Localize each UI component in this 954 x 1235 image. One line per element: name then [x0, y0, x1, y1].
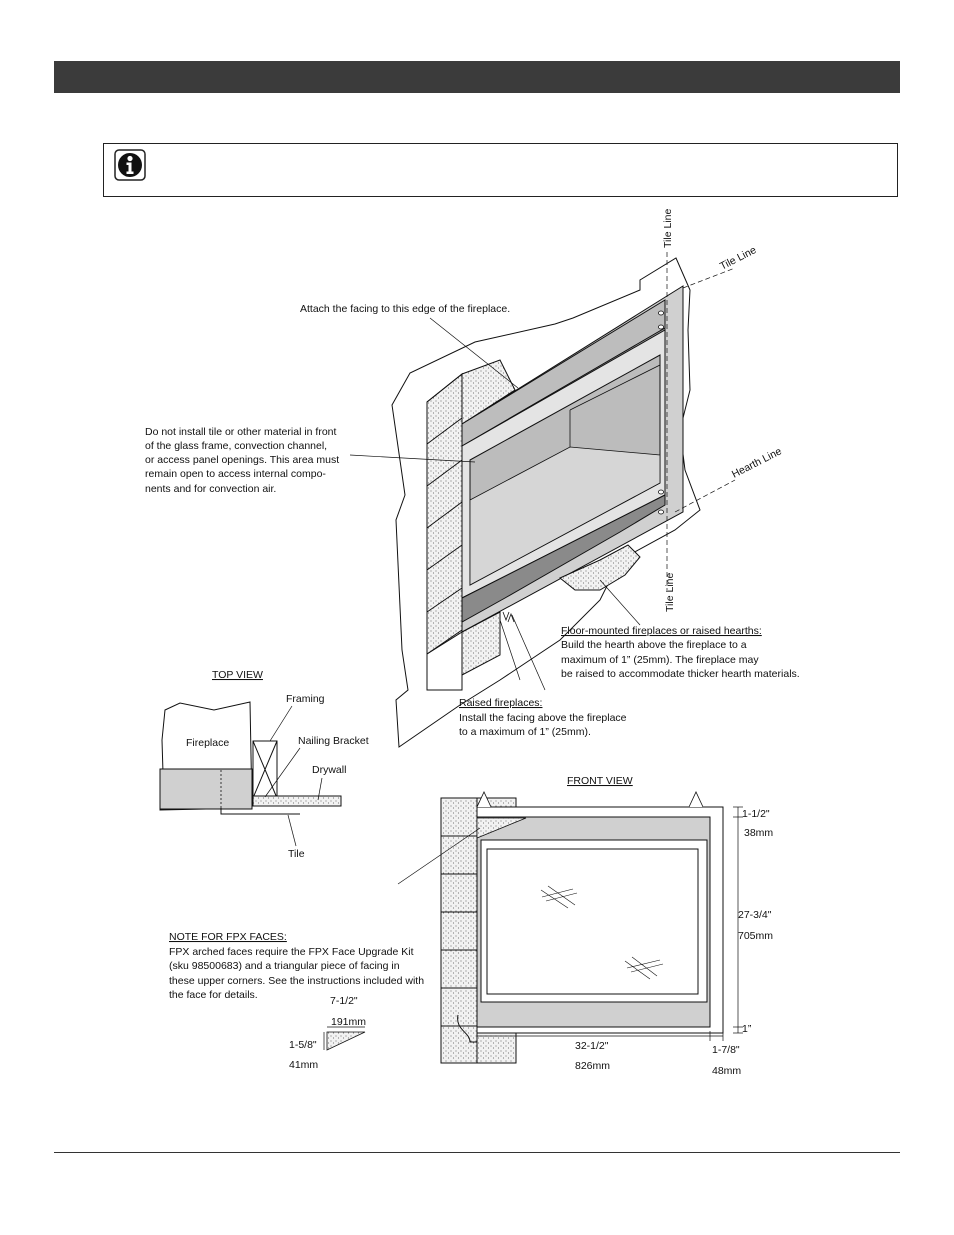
footer-rule [54, 1152, 900, 1153]
dim-height-in: 27-3/4" [738, 909, 772, 921]
floor-mounted-note: Floor-mounted fireplaces or raised heart… [561, 625, 800, 680]
dim-side-mm: 48mm [712, 1065, 741, 1077]
nailing-bracket-label: Nailing Bracket [298, 735, 369, 747]
svg-text:Floor-mounted fireplaces or ra: Floor-mounted fireplaces or raised heart… [561, 625, 762, 637]
fpx-leader [397, 827, 481, 885]
facing-triangle [326, 1031, 366, 1051]
tile-edge [220, 808, 300, 815]
front-view: FRONT VIEW [397, 775, 773, 1077]
fireplace-label: Fireplace [186, 737, 229, 749]
drywall-label: Drywall [312, 764, 346, 776]
hearth-line-label: Hearth Line [730, 445, 784, 480]
info-icon [114, 149, 146, 181]
front-view-title: FRONT VIEW [567, 775, 633, 787]
tri-height-mm: 41mm [289, 1059, 318, 1071]
svg-text:or access panel openings. This: or access panel openings. This area must [145, 454, 339, 466]
svg-text:be raised to accommodate thick: be raised to accommodate thicker hearth … [561, 668, 800, 680]
tile-line-right-label: Tile Line [718, 244, 759, 273]
top-view-title: TOP VIEW [212, 669, 263, 681]
svg-text:Raised fireplaces:: Raised fireplaces: [459, 697, 542, 709]
convection-channel [461, 494, 666, 623]
tile-label: Tile [288, 848, 305, 860]
svg-text:nents and for convection air.: nents and for convection air. [145, 483, 276, 495]
dim-height-mm: 705mm [738, 930, 773, 942]
upper-tile [461, 359, 516, 425]
isometric-view: Tile Line Tile Line Hearth Line Tile Lin… [145, 209, 800, 748]
hearth-piece [559, 544, 641, 591]
do-not-install-note: Do not install tile or other material in… [145, 426, 339, 495]
attach-note: Attach the facing to this edge of the fi… [300, 303, 510, 315]
tri-width-in: 7-1/2" [330, 995, 358, 1007]
tile-line-bottom-label: Tile Line [664, 573, 676, 612]
dimension-lines [476, 806, 743, 1041]
svg-text:Do not install tile or other m: Do not install tile or other material in… [145, 426, 337, 438]
svg-text:the face for details.: the face for details. [169, 989, 258, 1001]
dim-top-mm: 38mm [744, 827, 773, 839]
tile-line-top-label: Tile Line [662, 209, 674, 248]
glass-glare [540, 885, 664, 980]
svg-text:Build the hearth above the fir: Build the hearth above the fireplace to … [561, 639, 747, 651]
framing-stud [252, 740, 278, 799]
dim-width-in: 32-1/2" [575, 1040, 609, 1052]
drywall-strip [252, 795, 342, 807]
svg-text:maximum of 1” (25mm). The fire: maximum of 1” (25mm). The fireplace may [561, 654, 759, 666]
svg-text:Install the facing above the f: Install the facing above the fireplace [459, 712, 627, 724]
glass-panel [486, 848, 699, 995]
svg-text:remain open to access internal: remain open to access internal compo- [145, 468, 326, 480]
dim-bottom-in: 1” [742, 1023, 752, 1035]
info-note-box [103, 143, 898, 197]
dim-top-in: 1-1/2" [742, 808, 770, 820]
svg-text:to a maximum of 1” (25mm).: to a maximum of 1” (25mm). [459, 726, 591, 738]
dim-width-mm: 826mm [575, 1060, 610, 1072]
tile-column [426, 372, 463, 691]
tri-width-mm: 191mm [331, 1016, 366, 1028]
top-view: TOP VIEW Fireplace Framing Nailing Brack… [159, 669, 369, 860]
fpx-note-title: NOTE FOR FPX FACES: [169, 931, 287, 943]
header-bar [54, 61, 900, 93]
fireplace-body [159, 768, 253, 810]
screws [658, 310, 664, 515]
svg-text:FPX arched faces require the F: FPX arched faces require the FPX Face Up… [169, 946, 414, 958]
fpx-triangle [476, 817, 527, 839]
dim-side-in: 1-7/8" [712, 1044, 740, 1056]
raised-fireplaces-note: Raised fireplaces: Install the facing ab… [459, 697, 627, 738]
fpx-note: NOTE FOR FPX FACES: FPX arched faces req… [169, 931, 424, 1071]
svg-text:these upper corners. See the i: these upper corners. See the instruction… [169, 975, 424, 987]
tri-height-in: 1-5/8" [289, 1039, 317, 1051]
framing-label: Framing [286, 693, 325, 705]
svg-text:(sku 98500683) and a triangula: (sku 98500683) and a triangular piece of… [169, 960, 400, 972]
svg-text:of the glass frame, convection: of the glass frame, convection channel, [145, 440, 327, 452]
